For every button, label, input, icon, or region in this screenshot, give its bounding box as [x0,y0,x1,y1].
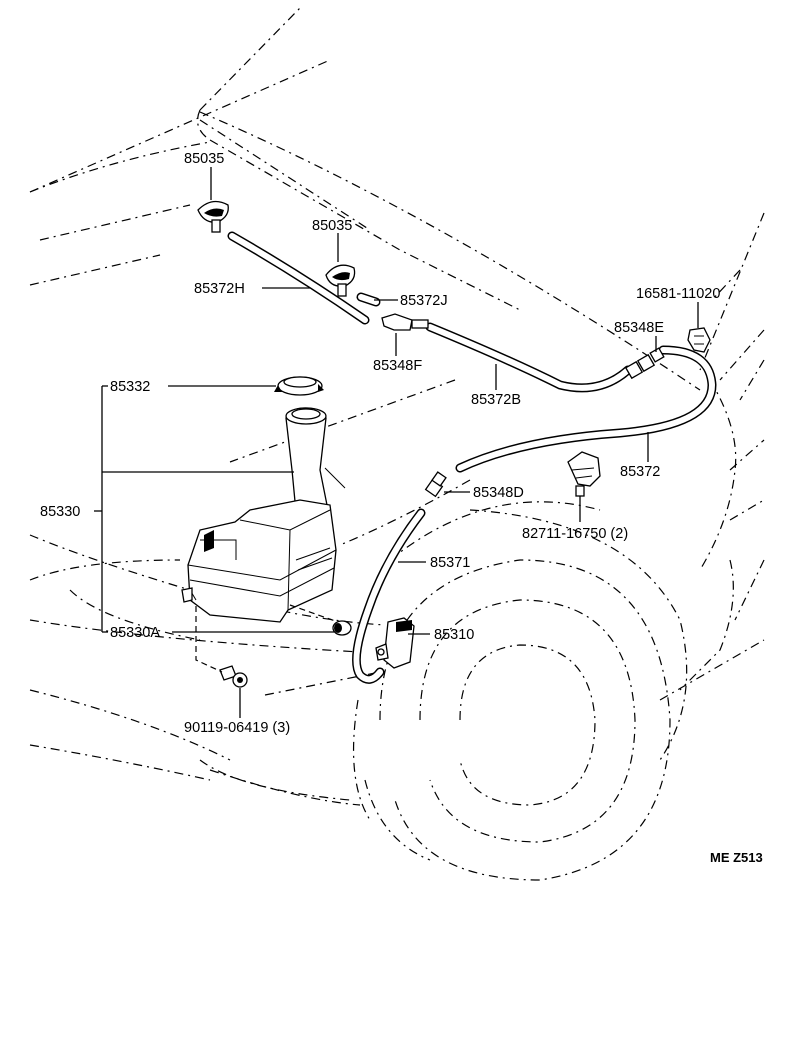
washer-tank [181,407,346,623]
label-hose-pump: 85371 [430,555,470,571]
figure-code: ME Z513 [710,850,763,865]
label-joint-e: 85348E [614,320,664,336]
label-hose-j: 85372J [400,293,448,309]
label-pump: 85310 [434,627,474,643]
label-clamp: 82711-16750 (2) [522,526,628,542]
label-hose-main: 85372 [620,464,660,480]
leader-lines [94,167,699,718]
label-cap: 85332 [110,379,150,395]
clamp-82711 [567,451,601,497]
nozzle-center [325,264,356,297]
nozzle-left [197,200,229,233]
label-hose-h: 85372H [194,281,245,297]
joint-d [424,471,447,498]
joint-f [381,313,429,331]
bolt [195,606,248,688]
label-joint-f: 85348F [373,358,422,374]
grommet [289,604,352,636]
label-bolt: 90119-06419 (3) [184,720,290,736]
label-hose-b: 85372B [471,392,521,408]
label-clip-16581: 16581-11020 [636,286,720,302]
label-tank-assy: 85330 [40,504,80,520]
clip-16581 [687,327,711,353]
washer-pump [375,617,415,669]
vehicle-body-outline [29,7,765,881]
joint-e [624,347,665,380]
label-joint-d: 85348D [473,485,524,501]
part-labels: 85035 85035 85372H 85372J 85348F 85372B … [40,151,763,865]
hoses [227,231,717,684]
label-nozzle-b: 85035 [312,218,352,234]
label-tank-bracket: 85330A [110,625,160,641]
label-nozzle-a: 85035 [184,151,224,167]
tank-cap [274,376,324,396]
